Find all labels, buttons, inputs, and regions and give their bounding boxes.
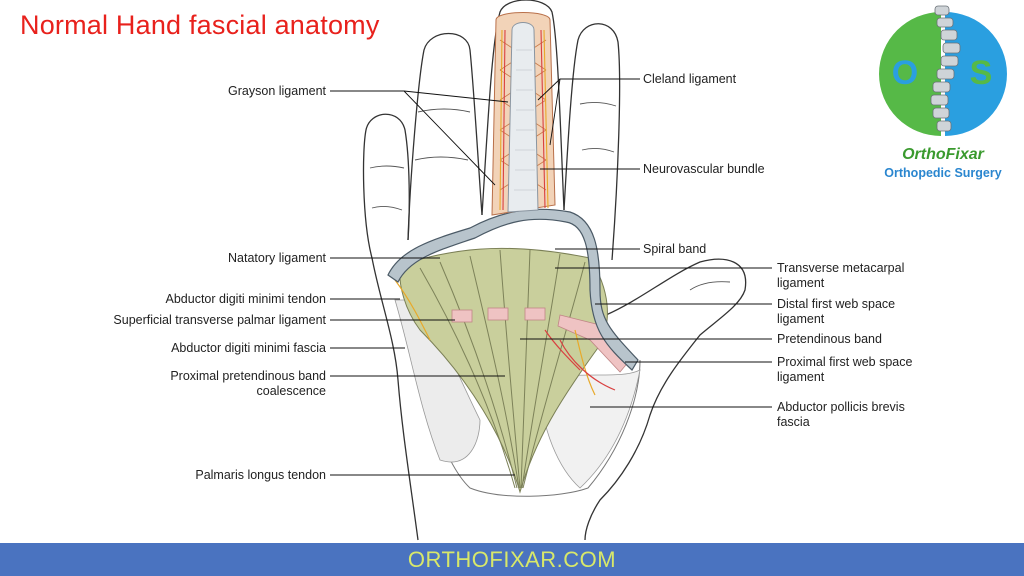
label-distal-first-web-space: Distal first web space ligament xyxy=(777,297,895,327)
label-line-2: fascia xyxy=(777,415,810,429)
label-neurovascular-bundle: Neurovascular bundle xyxy=(643,162,765,176)
neurovascular-lines xyxy=(394,279,616,396)
label-line-2: coalescence xyxy=(256,384,327,398)
label-line-2: ligament xyxy=(777,370,825,384)
spine-icon xyxy=(930,5,961,132)
orthofixar-logo: O S xyxy=(879,5,1007,136)
pretendinous-bands xyxy=(419,249,586,489)
logo-subtitle: Orthopedic Surgery xyxy=(884,166,1002,180)
label-proximal-pretendinous-coalescence: Proximal pretendinous band coalescence xyxy=(170,369,326,399)
label-natatory-ligament: Natatory ligament xyxy=(228,251,326,265)
logo-left-half xyxy=(879,12,941,136)
page-title: Normal Hand fascial anatomy xyxy=(20,10,380,40)
logo-letter-o: O xyxy=(892,54,918,92)
label-line-1: Distal first web space xyxy=(777,297,896,311)
thenar-fascia xyxy=(539,369,641,489)
leader-lines xyxy=(330,78,772,476)
label-line-1: Proximal pretendinous band xyxy=(170,369,326,383)
logo-name: OrthoFixar xyxy=(902,146,984,163)
neurovascular-bundle-lines xyxy=(499,29,549,211)
label-grayson-ligament: Grayson ligament xyxy=(228,84,326,98)
label-spiral-band: Spiral band xyxy=(643,242,707,256)
hand-outline xyxy=(362,0,747,541)
label-abductor-digiti-minimi-tendon: Abductor digiti minimi tendon xyxy=(165,292,327,306)
label-superficial-transverse-palmar: Superficial transverse palmar ligament xyxy=(113,313,326,327)
palmar-fascia xyxy=(399,247,608,494)
label-line-1: Transverse metacarpal xyxy=(777,261,905,275)
label-proximal-first-web-space: Proximal first web space ligament xyxy=(777,355,912,385)
logo-letter-s: S xyxy=(970,54,993,92)
label-abductor-pollicis-brevis-fascia: Abductor pollicis brevis fascia xyxy=(777,400,905,430)
footer-bar xyxy=(0,543,1024,576)
label-transverse-metacarpal: Transverse metacarpal ligament xyxy=(777,261,904,291)
label-pretendinous-band: Pretendinous band xyxy=(777,332,882,346)
transverse-segments xyxy=(451,307,631,373)
logo-right-half xyxy=(945,12,1007,136)
flexor-sheath xyxy=(507,22,539,213)
finger-creases xyxy=(369,101,731,291)
label-abductor-digiti-minimi-fascia: Abductor digiti minimi fascia xyxy=(171,341,326,355)
logo-text: OrthoFixar Orthopedic Surgery xyxy=(873,146,1013,180)
footer-site-link[interactable]: ORTHOFIXAR.COM xyxy=(407,547,617,572)
label-line-2: ligament xyxy=(777,312,825,326)
natatory-band xyxy=(387,208,639,371)
sheath-stripes xyxy=(514,49,536,191)
label-line-1: Proximal first web space xyxy=(777,355,913,369)
label-line-2: ligament xyxy=(777,276,825,290)
label-cleland-ligament: Cleland ligament xyxy=(643,72,737,86)
label-line-1: Abductor pollicis brevis xyxy=(777,400,905,414)
label-palmaris-longus-tendon: Palmaris longus tendon xyxy=(195,468,326,482)
